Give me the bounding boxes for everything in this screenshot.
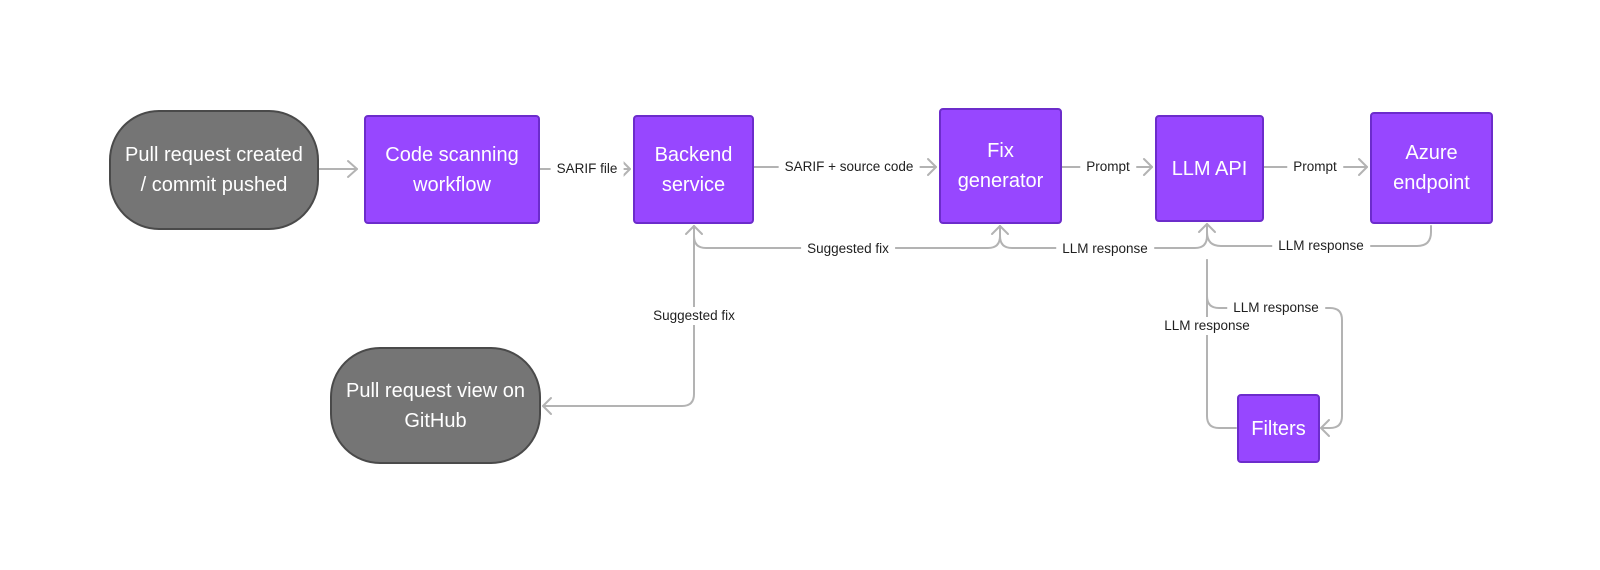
edge-llm-to-filters <box>1206 259 1343 429</box>
edge-label-suggested-fix-pr-view: Suggested fix <box>647 307 741 325</box>
edge-label-sarif-file: SARIF file <box>550 160 624 178</box>
arrowhead <box>1143 158 1153 176</box>
edge-label-llm-response-azure: LLM response <box>1272 237 1370 255</box>
arrowhead <box>991 225 1009 235</box>
arrowhead <box>927 158 937 176</box>
arrowhead <box>542 397 552 415</box>
node-llm-api[interactable]: LLM API <box>1155 115 1264 222</box>
edge-backend-to-pr-view <box>542 225 695 407</box>
edge-label-prompt-to-azure: Prompt <box>1287 158 1343 176</box>
arrowhead <box>1358 158 1368 176</box>
arrowhead <box>621 160 631 178</box>
edge-label-llm-response-to-filters: LLM response <box>1227 299 1325 317</box>
node-filters[interactable]: Filters <box>1237 394 1320 463</box>
node-fix-generator[interactable]: Fix generator <box>939 108 1062 224</box>
edge-label-llm-response-fixgen: LLM response <box>1056 240 1154 258</box>
node-backend-service[interactable]: Backend service <box>633 115 754 224</box>
edge-filters-to-llm <box>1206 259 1237 429</box>
edge-label-sarif-source-code: SARIF + source code <box>778 158 920 176</box>
arrowhead <box>1320 419 1330 437</box>
node-azure-endpoint[interactable]: Azure endpoint <box>1370 112 1493 224</box>
node-pull-request-view[interactable]: Pull request view on GitHub <box>330 347 541 464</box>
arrowhead <box>1198 223 1216 233</box>
edge-label-llm-response-from-filters: LLM response <box>1158 317 1256 335</box>
edge-label-suggested-fix-backend: Suggested fix <box>801 240 895 258</box>
arrowhead <box>347 160 358 178</box>
node-pull-request-created[interactable]: Pull request created / commit pushed <box>109 110 319 230</box>
edge-label-prompt-to-llm: Prompt <box>1080 158 1136 176</box>
node-code-scanning-workflow[interactable]: Code scanning workflow <box>364 115 540 224</box>
